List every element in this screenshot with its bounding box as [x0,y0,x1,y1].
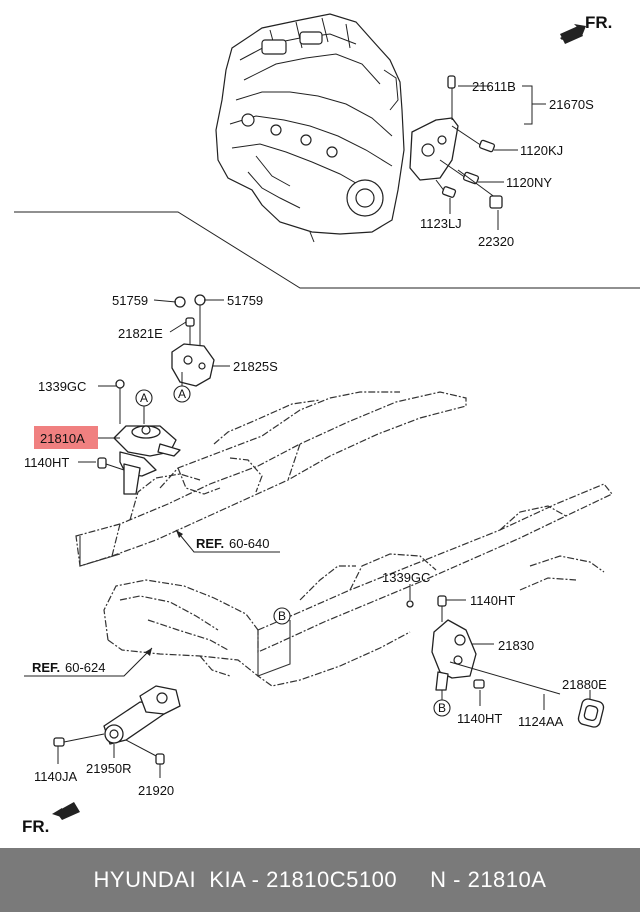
engine-bracket-21670S [409,75,459,181]
ref-arrow-icon [176,530,183,538]
label-1339GC-right: 1339GC [382,570,430,585]
roll-rod-21950R [53,685,181,765]
engine-bolts [435,125,503,209]
bracket-21825S [171,294,215,387]
svg-text:A: A [178,387,186,401]
svg-text:A: A [140,391,148,405]
marker-b-bracket: B [433,699,451,717]
svg-text:B: B [278,609,286,623]
footer-part-number: HYUNDAI KIA - 21810C5100 N - 21810A [93,867,547,892]
label-22320: 22320 [478,234,514,249]
ref-60-624-prefix: REF. [32,660,60,675]
label-21810A: 21810A [40,431,85,446]
label-21821E: 21821E [118,326,163,341]
label-1120NY: 1120NY [506,175,552,190]
label-21611B: 21611B [472,79,516,94]
ref-60-640-number: 60-640 [229,536,269,551]
engine-mount-21810A [97,379,181,495]
label-1120KJ: 1120KJ [520,143,563,158]
label-21830: 21830 [498,638,534,653]
label-21880E: 21880E [562,677,607,692]
label-1140JA: 1140JA [34,769,77,784]
label-21950R: 21950R [86,761,132,776]
marker-a-top: A [135,389,153,407]
label-1140HT-right-top: 1140HT [470,593,515,608]
parts-diagram: FR. REF. 60-640 REF. 60-624 [14,13,640,836]
label-1140HT-right-bottom: 1140HT [457,711,502,726]
label-1124AA: 1124AA [518,714,564,729]
highlight-21810A [34,426,98,449]
svg-text:B: B [438,701,446,715]
label-51759-left: 51759 [112,293,148,308]
engine-block [215,13,405,243]
fr-label-bottom: FR. [22,817,49,836]
label-1339GC-top: 1339GC [38,379,86,394]
fr-label-top: FR. [585,13,612,32]
label-51759-right: 51759 [227,293,263,308]
label-1123LJ: 1123LJ [420,216,462,231]
fr-arrow-bottom-icon [52,802,80,820]
fr-arrow-top-icon [560,24,586,44]
section-divider [14,211,640,289]
marker-a-bracket: A [173,385,191,403]
ref-60-640-prefix: REF. [196,536,224,551]
subframe [75,391,613,687]
label-21920: 21920 [138,783,174,798]
bushing-21880E [577,698,605,728]
ref-60-624-number: 60-624 [65,660,105,675]
label-21825S: 21825S [233,359,278,374]
footer-bar: HYUNDAI KIA - 21810C5100 N - 21810A [0,848,640,912]
marker-b-frame: B [273,607,291,625]
label-1140HT-left: 1140HT [24,455,69,470]
transmission-mount-21830 [406,595,561,695]
label-21670S: 21670S [549,97,594,112]
ref-arrow-icon [145,648,152,656]
